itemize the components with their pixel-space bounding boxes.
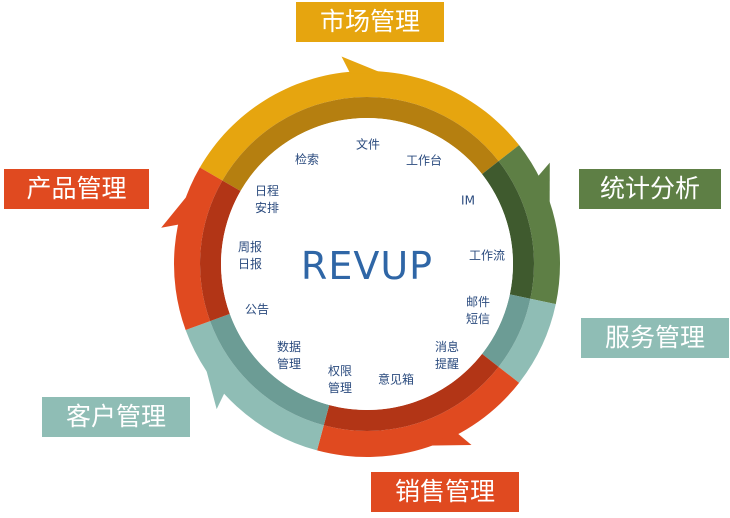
feature-workflow[interactable]: 工作流 bbox=[468, 248, 506, 263]
ring-inner-segment-service bbox=[482, 294, 531, 367]
ring-inner-segment-customer bbox=[210, 313, 330, 426]
feature-notice[interactable]: 公告 bbox=[244, 302, 270, 317]
ring-arrow-product bbox=[161, 192, 190, 228]
ring-segment-product bbox=[173, 167, 223, 331]
ring-arrow-market bbox=[341, 56, 384, 74]
ring-segment-service bbox=[498, 298, 556, 383]
ring-center-disc bbox=[221, 118, 513, 410]
feature-im[interactable]: IM bbox=[461, 193, 475, 208]
ring-inner-segment-product bbox=[200, 180, 241, 322]
cycle-arrows bbox=[161, 56, 550, 446]
module-analytics-label[interactable]: 统计分析 bbox=[579, 169, 721, 209]
module-sales-label[interactable]: 销售管理 bbox=[371, 472, 519, 512]
center-title: REVUP bbox=[300, 244, 434, 288]
ring-arrow-sales bbox=[426, 432, 472, 446]
cycle-ring-inner bbox=[200, 96, 535, 431]
module-service-label[interactable]: 服务管理 bbox=[581, 318, 729, 358]
feature-reports[interactable]: 周报 日报 bbox=[237, 240, 263, 271]
feature-reminder[interactable]: 消息 提醒 bbox=[434, 340, 460, 371]
feature-feedback[interactable]: 意见箱 bbox=[377, 372, 415, 387]
feature-workbench[interactable]: 工作台 bbox=[405, 153, 443, 168]
feature-rights-management[interactable]: 权限 管理 bbox=[327, 364, 353, 395]
ring-segment-customer bbox=[185, 321, 324, 451]
ring-segment-sales bbox=[317, 366, 520, 457]
ring-arrow-customer bbox=[205, 365, 226, 410]
feature-email-sms[interactable]: 邮件 短信 bbox=[465, 295, 491, 326]
feature-document[interactable]: 文件 bbox=[355, 137, 381, 152]
ring-inner-segment-analytics bbox=[482, 161, 535, 299]
module-market-label[interactable]: 市场管理 bbox=[296, 2, 444, 42]
module-customer-label[interactable]: 客户管理 bbox=[42, 397, 190, 437]
ring-segment-market bbox=[199, 71, 520, 181]
feature-data-management[interactable]: 数据 管理 bbox=[276, 340, 302, 371]
feature-schedule[interactable]: 日程 安排 bbox=[254, 184, 280, 215]
ring-segment-analytics bbox=[498, 145, 560, 305]
feature-search[interactable]: 检索 bbox=[294, 152, 320, 167]
ring-inner-segment-sales bbox=[323, 353, 499, 431]
cycle-ring-outer bbox=[173, 71, 560, 457]
ring-arrow-analytics bbox=[537, 162, 550, 209]
ring-inner-segment-market bbox=[222, 96, 499, 191]
module-product-label[interactable]: 产品管理 bbox=[4, 169, 149, 209]
